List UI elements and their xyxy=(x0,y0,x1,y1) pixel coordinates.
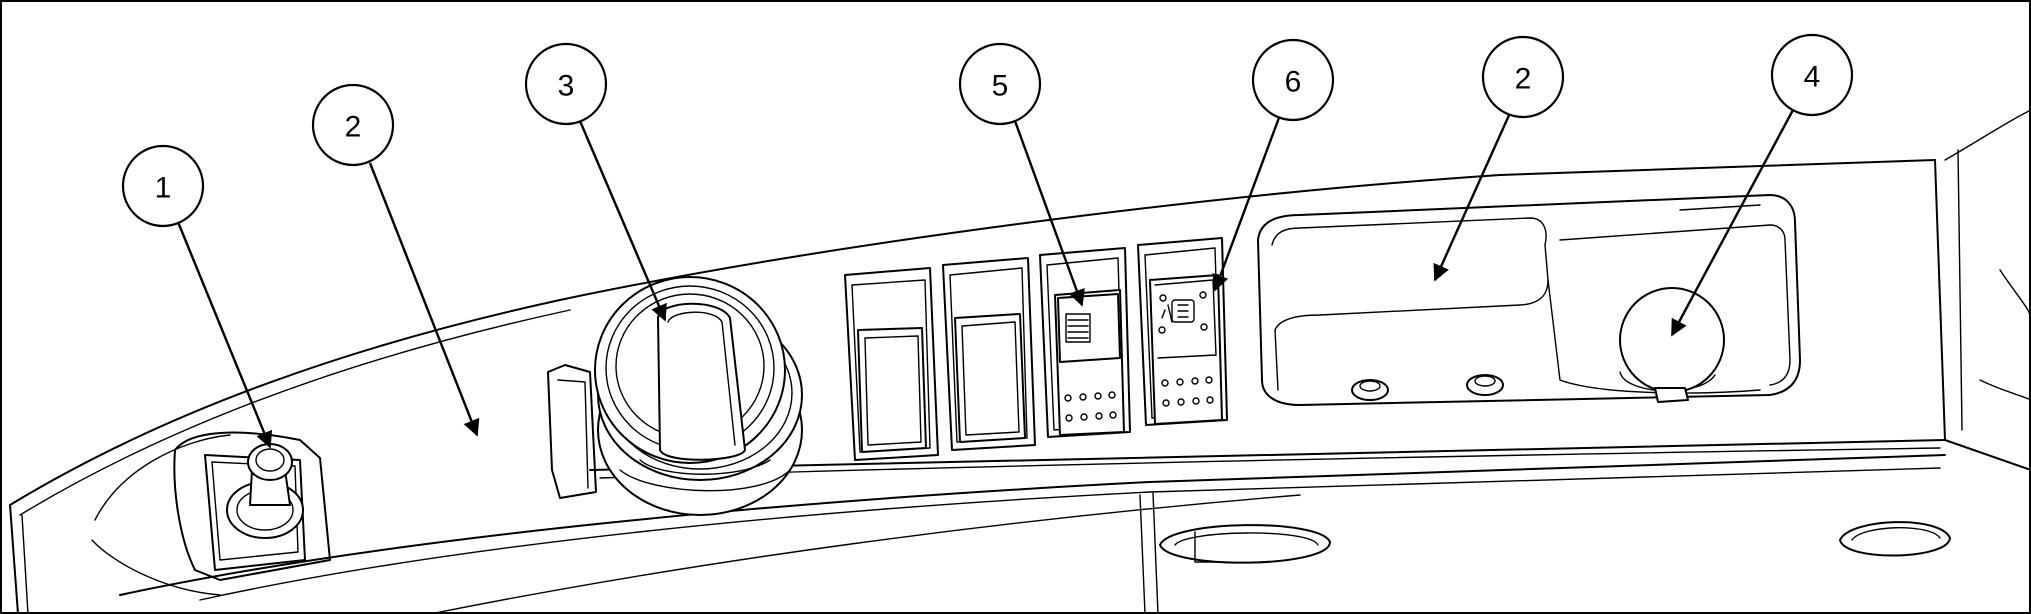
callout-6-circle xyxy=(1251,38,1335,122)
callout-4: 4 xyxy=(1770,33,1854,117)
callout-3-circle xyxy=(524,42,608,126)
toggle-lever xyxy=(91,431,331,596)
callout-4-circle xyxy=(1770,33,1854,117)
callout-1-circle xyxy=(121,144,205,228)
leader-1 xyxy=(176,221,273,449)
leader-3 xyxy=(578,120,667,322)
callout-5-circle xyxy=(958,42,1042,126)
dash-panel-right xyxy=(1257,194,1801,406)
leader-lines xyxy=(176,109,1795,449)
callout-1: 1 xyxy=(121,144,205,228)
callout-6: 6 xyxy=(1251,38,1335,122)
callout-2a-circle xyxy=(311,83,395,167)
leader-6 xyxy=(1212,114,1282,292)
callout-2b-label: 2 xyxy=(1515,63,1532,96)
callout-6-label: 6 xyxy=(1285,66,1302,99)
callout-3-label: 3 xyxy=(558,70,575,103)
ignition-knob xyxy=(547,276,803,516)
callout-4-label: 4 xyxy=(1804,61,1821,94)
callout-2b-circle xyxy=(1481,35,1565,119)
rocker-switch-light xyxy=(1137,237,1228,426)
leader-2a xyxy=(368,162,480,437)
callout-5-label: 5 xyxy=(992,70,1009,103)
leader-4 xyxy=(1670,109,1795,337)
leader-5 xyxy=(1013,120,1085,307)
callout-1-label: 1 xyxy=(155,172,172,205)
callout-3: 3 xyxy=(524,42,608,126)
rocker-switch-a xyxy=(1039,247,1131,438)
round-cap xyxy=(1619,287,1725,403)
callout-2a-label: 2 xyxy=(345,111,362,144)
callout-2a: 2 xyxy=(311,83,395,167)
leader-2b xyxy=(1433,112,1512,282)
blank-rocker-switches xyxy=(844,257,1036,461)
callout-5: 5 xyxy=(958,42,1042,126)
callout-2b: 2 xyxy=(1481,35,1565,119)
